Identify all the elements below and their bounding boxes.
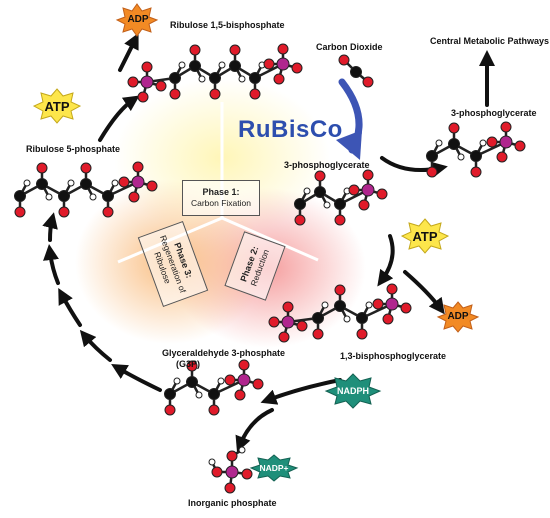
rubp-label: Ribulose 1,5-bisphosphate	[170, 20, 285, 30]
ru5p-molecule	[14, 161, 158, 218]
nadp-badge	[249, 454, 299, 482]
cycle-arrows	[42, 32, 495, 453]
phase1-title: Phase 1:	[202, 187, 240, 198]
central-metabolic-label: Central Metabolic Pathways	[430, 36, 550, 46]
atp-right-badge	[400, 218, 450, 254]
rubisco-label: RuBisCo	[238, 116, 343, 143]
inorganic-phosphate-label: Inorganic phosphate	[188, 498, 277, 508]
bpg-molecule	[268, 283, 412, 343]
nadph-badge	[324, 373, 382, 409]
pga-top-molecule	[426, 121, 526, 178]
phase-glows	[75, 78, 366, 348]
rubp-molecule	[127, 43, 303, 103]
bpg-label: 1,3-bisphosphoglycerate	[340, 351, 447, 361]
pga-top-label: 3-phosphoglycerate	[451, 108, 537, 118]
nadp-text: NADP+	[259, 463, 289, 473]
adp-top-badge	[115, 3, 159, 37]
rubisco-arrowhead	[336, 130, 362, 160]
adp-top-text: ADP	[127, 14, 149, 25]
ru5p-label: Ribulose 5-phosphate	[26, 144, 121, 154]
nadph-text: NADPH	[336, 386, 369, 396]
adp-right-badge	[436, 301, 480, 333]
g3p-label-line2: (G3P)	[176, 359, 201, 369]
adp-right-text: ADP	[447, 311, 469, 322]
g3p-label-line1: Glyceraldehyde 3-phosphate	[162, 348, 286, 358]
inorganic-phosphate-molecule	[208, 446, 253, 494]
atp-left-badge	[32, 88, 82, 124]
co2-molecule	[338, 54, 374, 88]
phase1-desc: Carbon Fixation	[190, 198, 251, 209]
phase1-box: Phase 1: Carbon Fixation	[182, 180, 260, 216]
atp-left-text: ATP	[44, 99, 70, 114]
co2-label: Carbon Dioxide	[316, 42, 383, 52]
g3p-molecule	[164, 359, 264, 416]
pga-center-molecule	[294, 169, 388, 226]
molecule-models	[14, 43, 526, 494]
pga-center-label: 3-phosphoglycerate	[284, 160, 370, 170]
atp-right-text: ATP	[412, 229, 438, 244]
